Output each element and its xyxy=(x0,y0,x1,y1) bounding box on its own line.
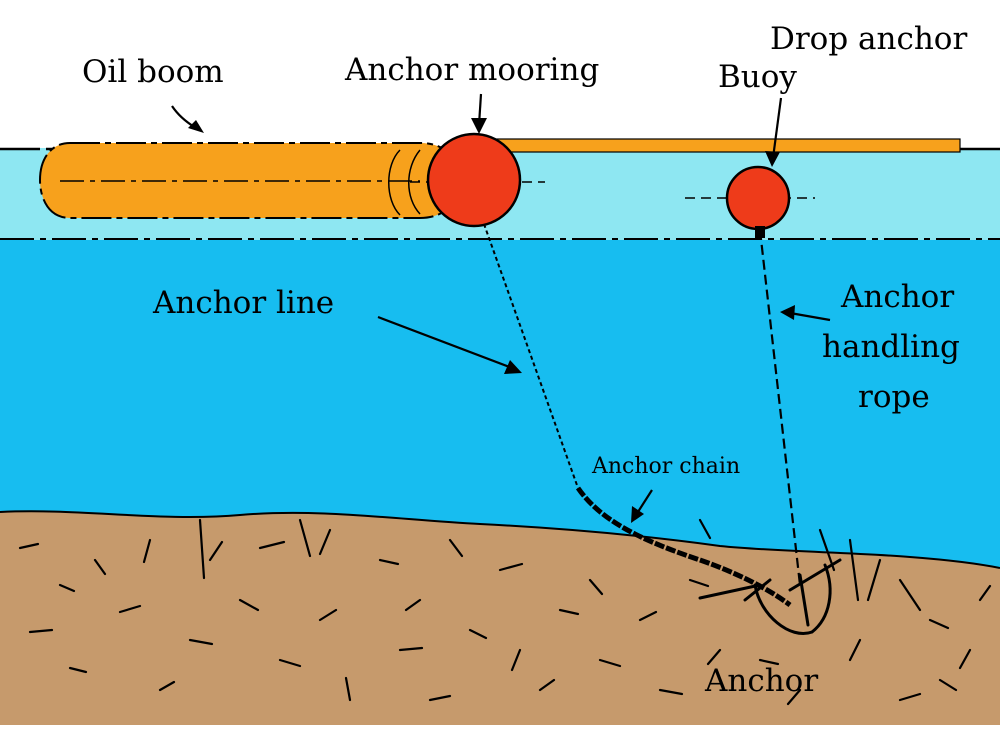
seabed-outline xyxy=(0,510,1000,569)
label-anchor: Anchor xyxy=(704,663,818,699)
anchor-chain xyxy=(575,486,792,608)
anchor-chain-arrowhead xyxy=(631,506,644,523)
anchor-mooring-arrowhead xyxy=(471,118,487,134)
buoy-pointer xyxy=(771,97,783,159)
label-anchor-mooring: Anchor mooring xyxy=(344,52,599,88)
label-rope-line-2: handling xyxy=(822,329,960,365)
buoy-arrowhead xyxy=(765,151,780,167)
oil-boom-arrowhead xyxy=(188,120,204,133)
label-rope-line-1: Anchor xyxy=(840,279,954,315)
label-drop-anchor: Drop anchor xyxy=(770,21,967,57)
rope-arrowhead xyxy=(780,305,795,320)
label-anchor-line: Anchor line xyxy=(152,285,334,321)
rope-pointer xyxy=(789,311,831,322)
anchor-line xyxy=(483,223,579,489)
oil-boom-tail xyxy=(459,138,961,153)
seabed-texture xyxy=(18,518,992,706)
label-anchor-chain: Anchor chain xyxy=(591,454,740,479)
label-rope-line-3: rope xyxy=(858,379,930,415)
rope-knot xyxy=(755,226,765,238)
deep-water xyxy=(0,238,1000,568)
anchor-line-pointer xyxy=(377,315,513,370)
anchor-mooring-float xyxy=(410,132,545,228)
label-oil-boom: Oil boom xyxy=(82,54,224,90)
anchor-line-arrowhead xyxy=(504,360,522,374)
oil-boom-fold xyxy=(388,149,421,216)
pointer-arrows xyxy=(171,93,831,523)
seabed xyxy=(0,511,1000,725)
label-buoy: Buoy xyxy=(718,59,797,95)
anchor-icon xyxy=(698,558,842,635)
